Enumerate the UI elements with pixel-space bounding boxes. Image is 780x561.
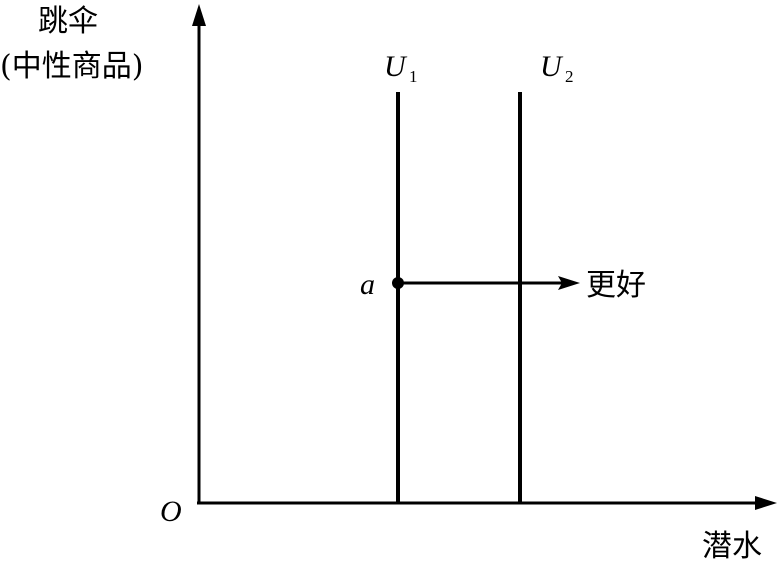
point-a-dot bbox=[392, 277, 404, 289]
y-axis-arrowhead bbox=[192, 4, 206, 26]
curve-u1-letter: U bbox=[384, 50, 408, 83]
better-label: 更好 bbox=[586, 268, 646, 303]
better-arrow-head bbox=[558, 276, 580, 290]
point-a-label: a bbox=[360, 268, 375, 301]
x-axis-arrowhead bbox=[755, 496, 777, 510]
x-axis-label: 潜水 bbox=[702, 529, 762, 561]
curve-u1-subscript: 1 bbox=[409, 67, 418, 86]
y-axis-label-line2: (中性商品) bbox=[0, 49, 143, 84]
origin-label: O bbox=[160, 495, 182, 528]
curve-u2-letter: U bbox=[540, 50, 564, 83]
y-axis-label-line1: 跳伞 bbox=[38, 4, 98, 39]
curve-u2-subscript: 2 bbox=[565, 67, 574, 86]
